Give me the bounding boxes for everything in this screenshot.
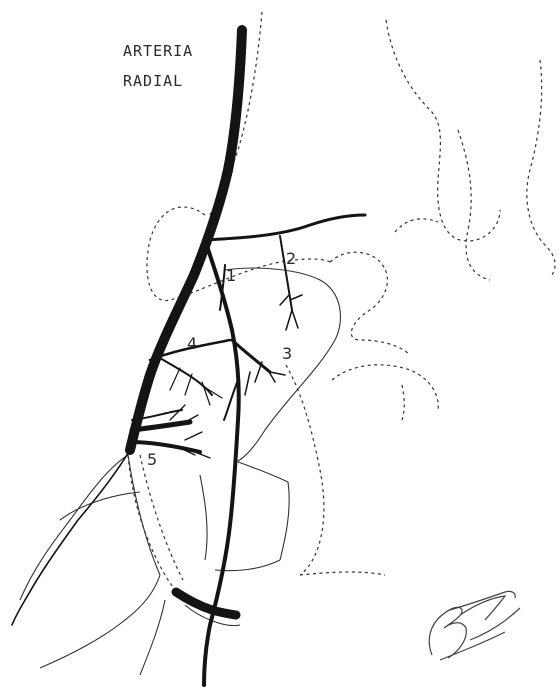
title-line-1: ARTERIA (123, 42, 193, 60)
branch-label-4: 4 (187, 336, 197, 352)
branch-label-2: 2 (286, 251, 296, 267)
title-line-2: RADIAL (123, 72, 183, 90)
artist-signature (429, 591, 520, 660)
solid-outlines (20, 268, 340, 675)
branch-label-1: 1 (226, 268, 236, 284)
branch-label-5: 5 (147, 452, 157, 468)
branch-label-3: 3 (282, 346, 292, 362)
radial-artery (12, 30, 365, 685)
dashed-bone-outlines (128, 12, 555, 605)
